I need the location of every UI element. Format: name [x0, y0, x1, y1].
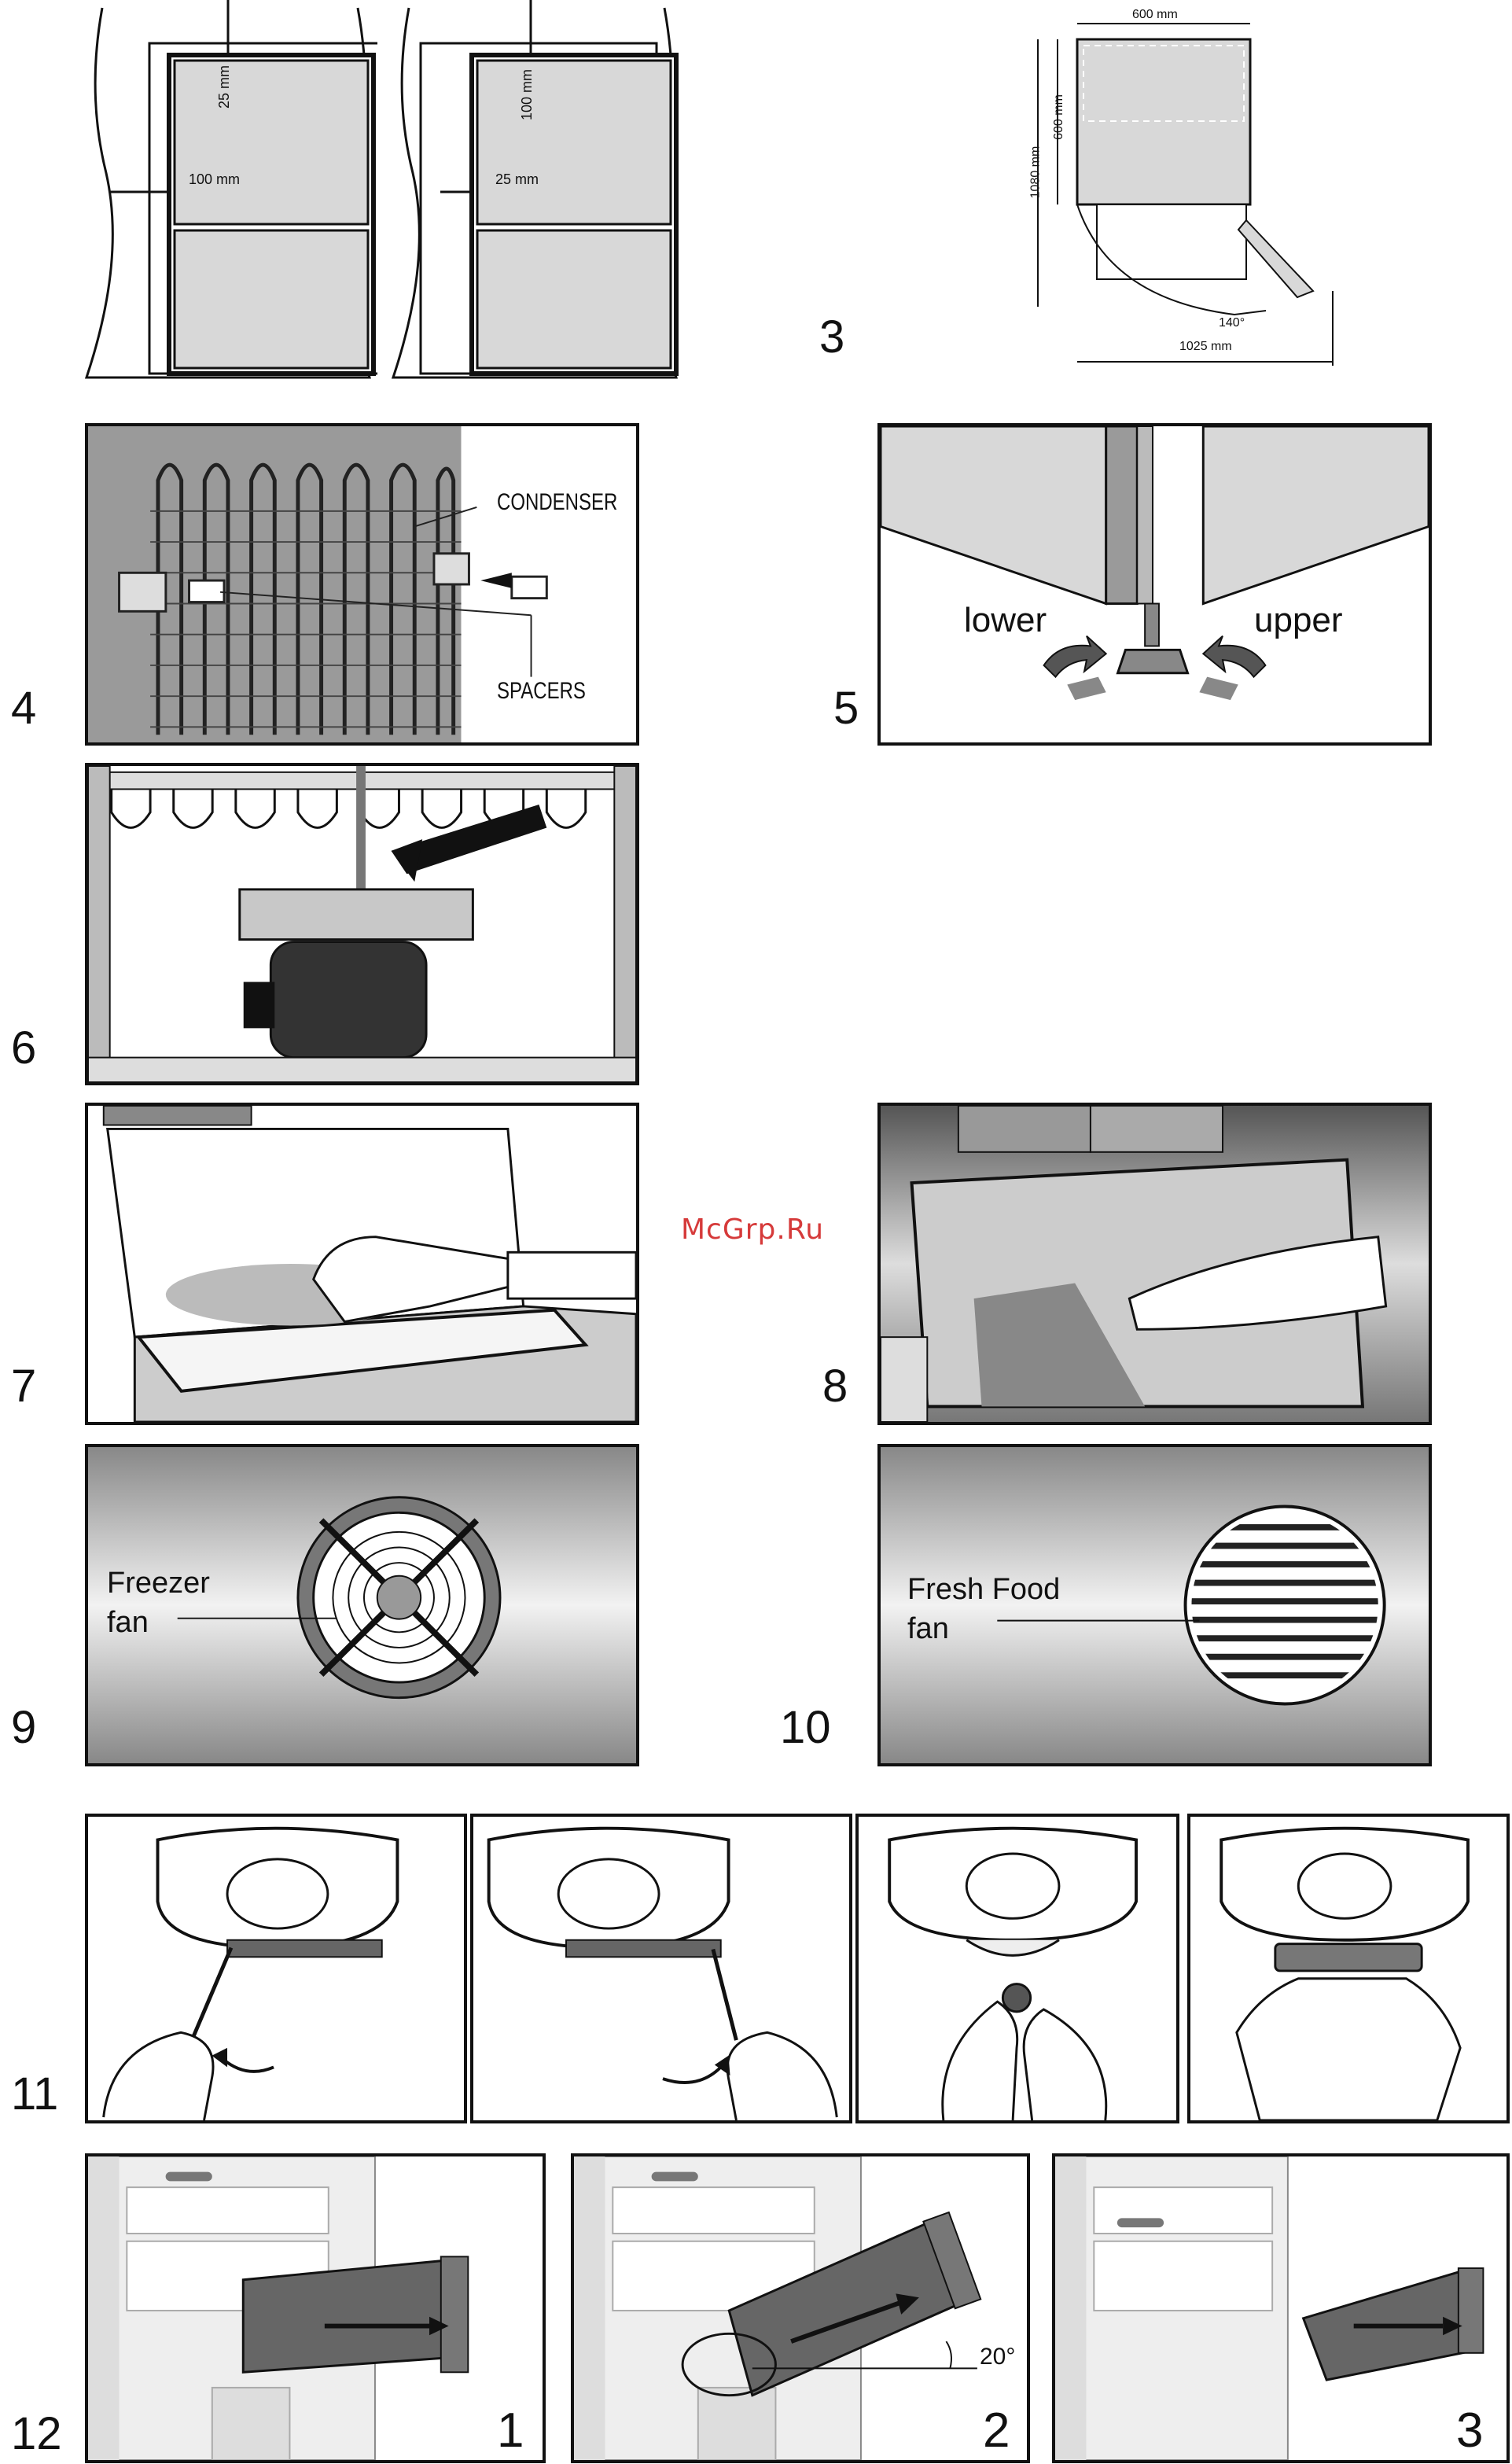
figure-11-step-1 — [85, 1814, 467, 2123]
height-label: 1080 mm — [1028, 146, 1043, 199]
figure-number: 10 — [780, 1705, 831, 1751]
condenser-label: CONDENSER — [497, 489, 617, 516]
figure-4-panel: CONDENSER SPACERS — [85, 423, 639, 746]
step-number: 1 — [497, 2407, 524, 2455]
freezer-fan-label-line2: fan — [107, 1606, 149, 1640]
dim-side-label: 25 mm — [495, 171, 539, 188]
step-number: 3 — [1456, 2407, 1483, 2455]
figure-number: 12 — [11, 2411, 62, 2457]
fresh-food-fan-label-line2: fan — [907, 1612, 949, 1646]
figure-number: 8 — [822, 1364, 848, 1409]
figure-number: 3 — [819, 315, 844, 360]
figure-8-panel — [877, 1103, 1432, 1425]
figure-5-panel: lower upper — [877, 423, 1432, 746]
figure-6-panel — [85, 763, 639, 1085]
watermark: McGrp.Ru — [681, 1214, 824, 1246]
figure-3-dimensions: 600 mm 600 mm 1080 mm 140° 1025 mm — [1014, 0, 1345, 378]
figure-11-step-3 — [855, 1814, 1179, 2123]
figure-number: 5 — [833, 686, 859, 731]
figure-11-step-2 — [470, 1814, 852, 2123]
lower-label: lower — [964, 601, 1047, 640]
step-number: 2 — [983, 2407, 1010, 2455]
fresh-food-fan-label-line1: Fresh Food — [907, 1573, 1060, 1607]
dim-top-label: 100 mm — [519, 69, 535, 120]
spacers-label: SPACERS — [497, 678, 586, 705]
figure-11-step-4 — [1187, 1814, 1510, 2123]
figure-9-panel: Freezer fan — [85, 1444, 639, 1766]
depth-label: 600 mm — [1052, 94, 1066, 140]
figure-12-step-2: 20° 2 — [571, 2153, 1030, 2463]
figure-1-clearance: 25 mm 100 mm — [79, 0, 377, 393]
figure-2-clearance: 100 mm 25 mm — [385, 0, 684, 393]
figure-12-step-1: 1 — [85, 2153, 546, 2463]
dim-side-label: 100 mm — [189, 171, 240, 188]
figure-7-panel — [85, 1103, 639, 1425]
figure-number: 4 — [11, 686, 36, 731]
angle-label: 20° — [980, 2344, 1015, 2370]
dim-top-label: 25 mm — [216, 65, 233, 109]
figure-number: 11 — [11, 2072, 58, 2117]
freezer-fan-label-line1: Freezer — [107, 1567, 210, 1600]
angle-label: 140° — [1219, 316, 1245, 330]
width-label: 600 mm — [1132, 8, 1178, 22]
upper-label: upper — [1254, 601, 1343, 640]
figure-12-step-3: 3 — [1052, 2153, 1510, 2463]
figure-10-panel: Fresh Food fan — [877, 1444, 1432, 1766]
figure-number: 9 — [11, 1705, 36, 1751]
total-width-label: 1025 mm — [1179, 340, 1232, 354]
figure-number: 7 — [11, 1364, 36, 1409]
figure-number: 6 — [11, 1026, 36, 1071]
